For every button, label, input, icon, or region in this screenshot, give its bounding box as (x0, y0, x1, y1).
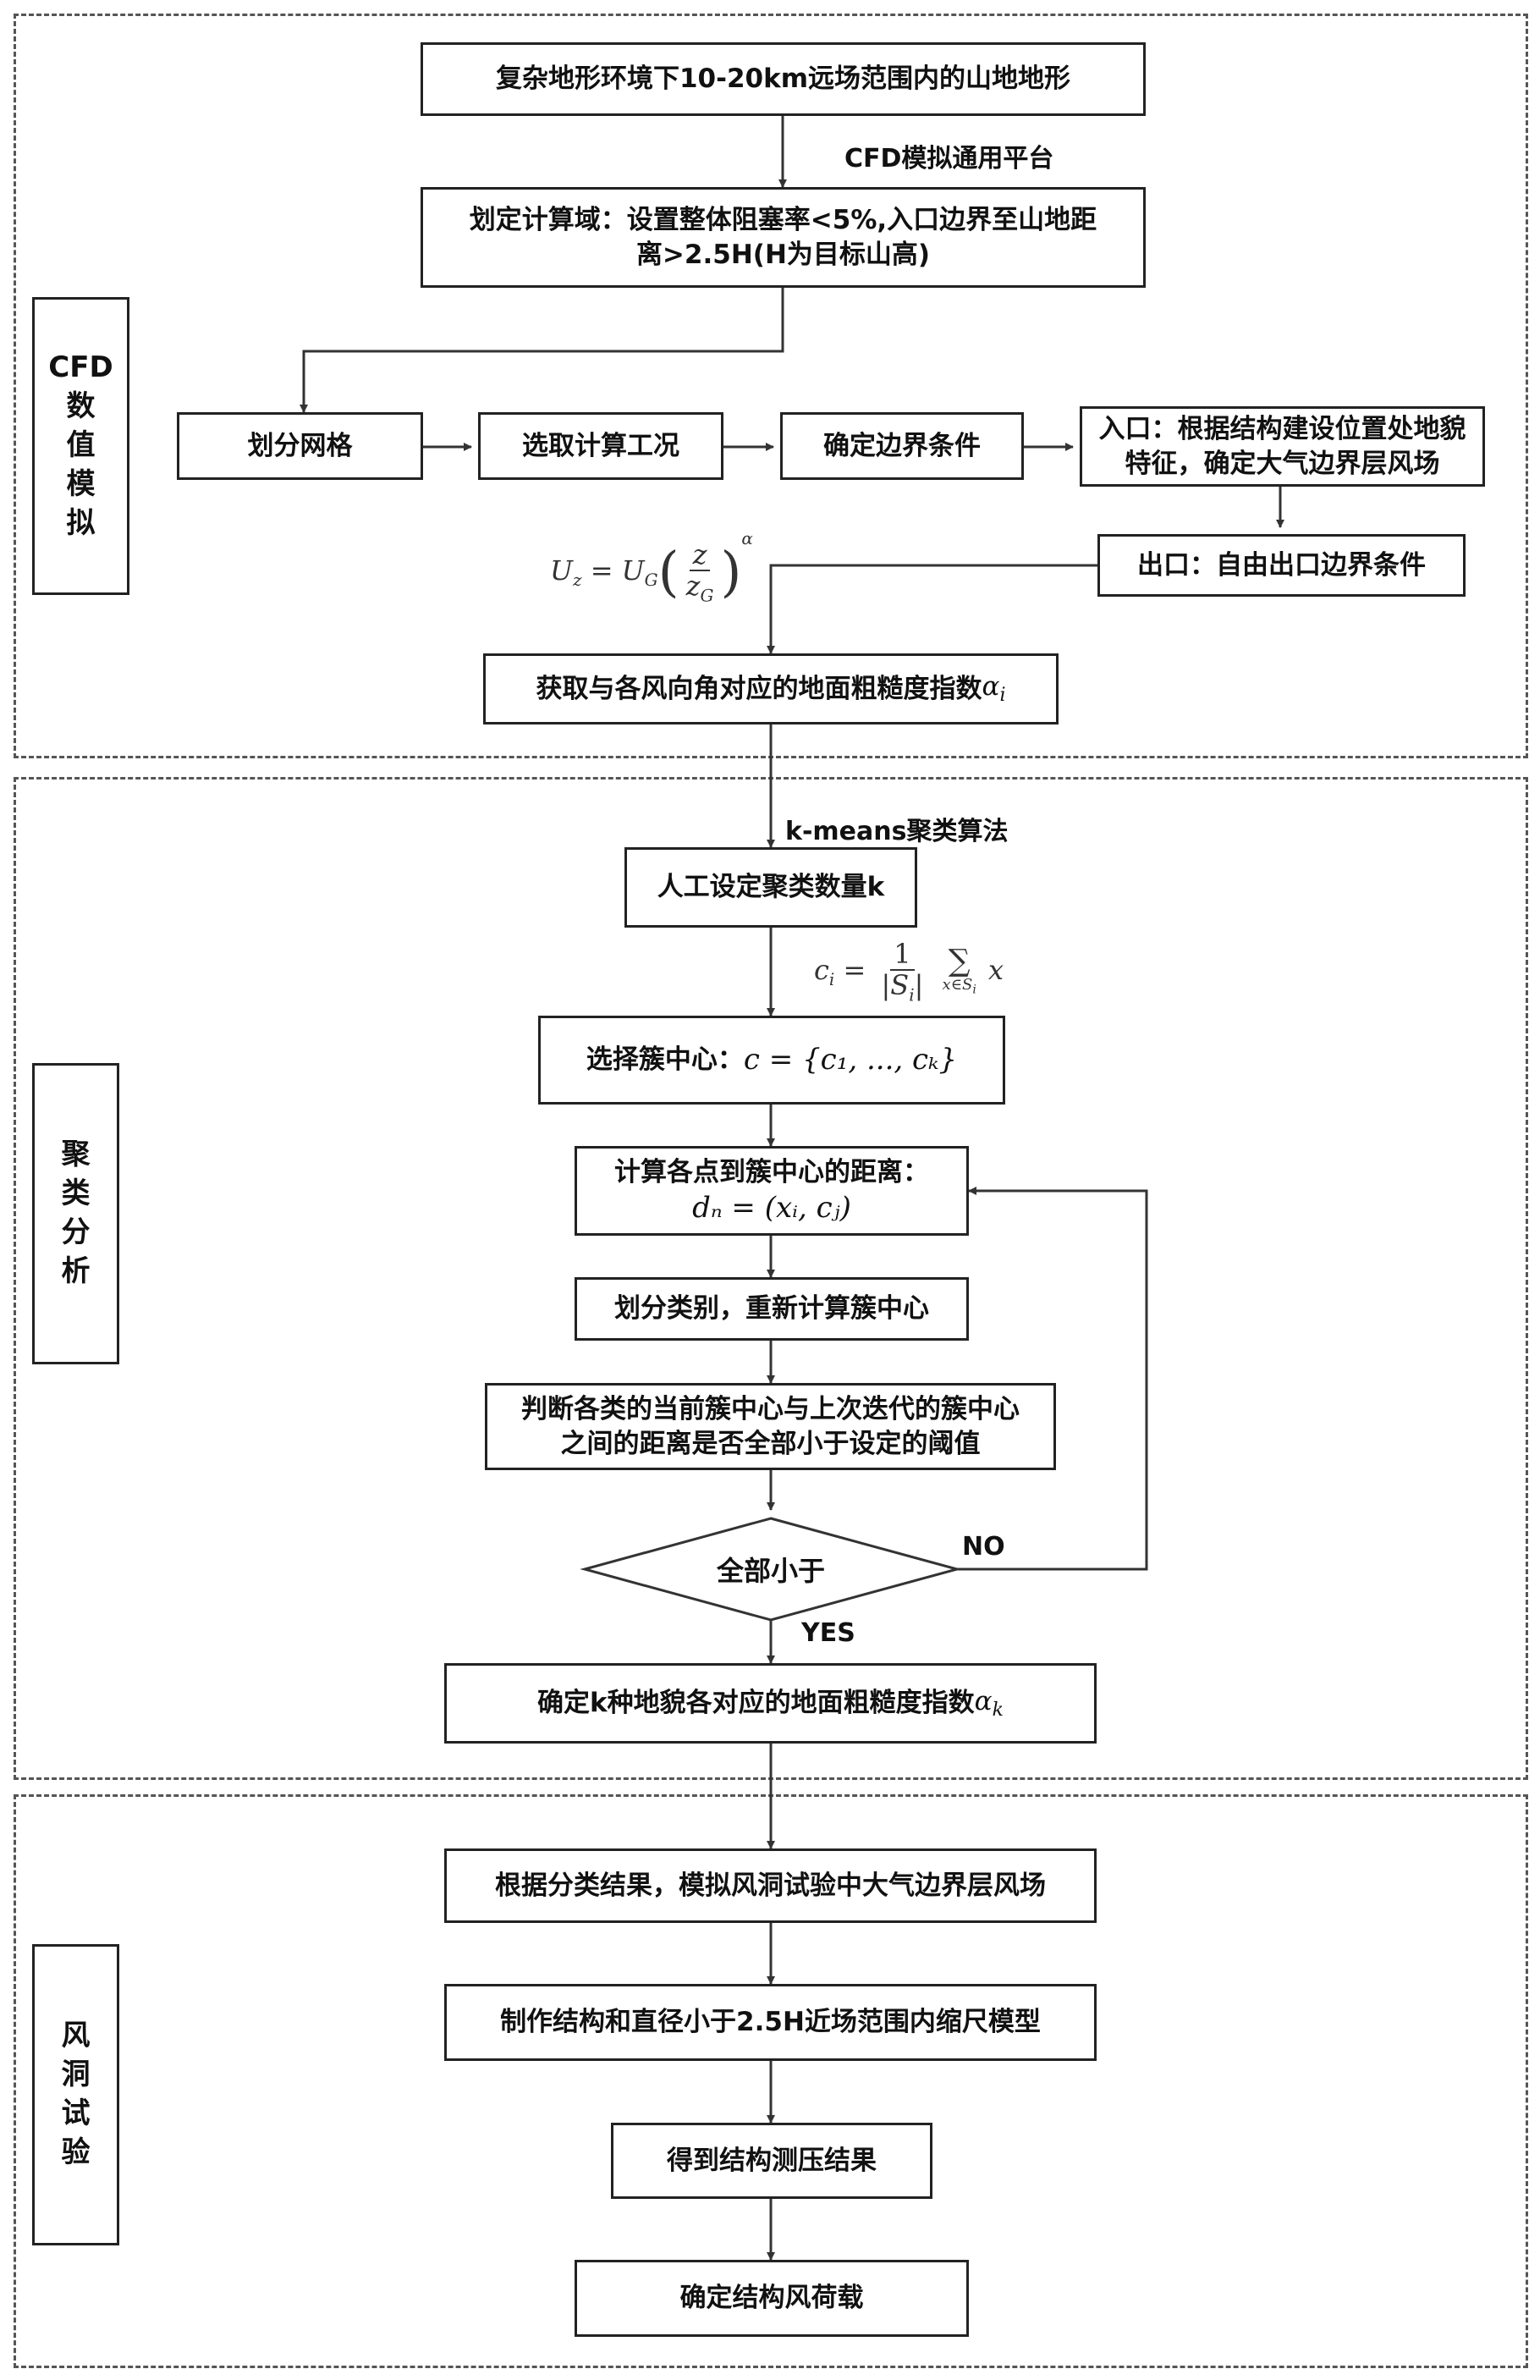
set-k-node: 人工设定聚类数量k (624, 847, 917, 928)
condition-node: 选取计算工况 (478, 412, 723, 480)
cfd-section-label: CFD 数 值 模 拟 (32, 297, 129, 595)
select-center-text: 选择簇中心： (586, 1044, 744, 1076)
center-set-math: c = {c₁, ..., cₖ} (743, 1043, 958, 1077)
power-law-den-sub: G (700, 585, 714, 606)
wind-load-node: 确定结构风荷载 (575, 2260, 969, 2337)
result-k-alpha: αk (974, 1685, 1004, 1721)
power-law-den: z (685, 570, 701, 603)
model-node: 制作结构和直径小于2.5H近场范围内缩尺模型 (444, 1984, 1097, 2061)
result-k-text: 确定k种地貌各对应的地面粗糙度指数 (537, 1688, 975, 1719)
centroid-lhs-sub: i (828, 969, 835, 990)
domain-node: 划定计算域：设置整体阻塞率<5%,入口边界至山地距离>2.5H(H为目标山高) (421, 187, 1146, 288)
roughness-text: 获取与各风向角对应的地面粗糙度指数 (536, 673, 982, 704)
outlet-node: 出口：自由出口边界条件 (1097, 534, 1466, 597)
centroid-sum: ∑ (948, 944, 971, 979)
distance-math: dₙ = (xᵢ, cⱼ) (692, 1191, 851, 1226)
centroid-sum-sub: x∈S (942, 976, 973, 994)
wind-tunnel-section-label: 风 洞 试 验 (32, 1944, 119, 2245)
decision-diamond (580, 1517, 962, 1622)
power-law-exp: α (741, 528, 753, 549)
power-law-eq: = U (590, 554, 645, 587)
yes-label: YES (801, 1618, 855, 1648)
calc-distance-text: 计算各点到簇中心的距离： (614, 1156, 929, 1187)
power-law-lhs: U (550, 554, 573, 587)
simulate-node: 根据分类结果，模拟风洞试验中大气边界层风场 (444, 1848, 1097, 1923)
cfd-platform-label: CFD模拟通用平台 (844, 144, 1054, 174)
inlet-node: 入口：根据结构建设位置处地貌特征，确定大气边界层风场 (1080, 406, 1485, 487)
calc-distance-node: 计算各点到簇中心的距离： dₙ = (xᵢ, cⱼ) (575, 1146, 969, 1236)
mesh-node: 划分网格 (177, 412, 423, 480)
power-law-num: z (689, 539, 711, 572)
no-label: NO (962, 1532, 1005, 1562)
centroid-den-sub: i (909, 984, 915, 1005)
power-law-lhs-sub: z (572, 570, 582, 591)
select-center-node: 选择簇中心：c = {c₁, ..., cₖ} (538, 1016, 1005, 1105)
decision-label: 全部小于 (716, 1555, 825, 1587)
centroid-sum-sub2: i (972, 983, 976, 997)
terrain-node: 复杂地形环境下10-20km远场范围内的山地地形 (421, 42, 1146, 116)
arrow-outlet-roughness (767, 564, 1097, 654)
arrow-domain-mesh (300, 288, 784, 413)
centroid-num: 1 (890, 939, 915, 972)
centroid-den-close: | (914, 969, 924, 1002)
centroid-eq: = (843, 953, 866, 986)
centroid-den: |S (881, 969, 910, 1002)
power-law-g-sub: G (644, 570, 658, 591)
arrow-decision-no-loop (957, 1187, 1148, 1571)
judge-node: 判断各类的当前簇中心与上次迭代的簇中心之间的距离是否全部小于设定的阈值 (485, 1383, 1056, 1470)
cluster-section-label: 聚 类 分 析 (32, 1063, 119, 1364)
pressure-node: 得到结构测压结果 (611, 2123, 932, 2199)
centroid-var: x (988, 953, 1004, 986)
boundary-node: 确定边界条件 (780, 412, 1024, 480)
centroid-lhs: c (814, 953, 829, 986)
centroid-formula: ci = 1|Si| ∑x∈Si x (814, 939, 1004, 1005)
roughness-alpha: αi (982, 671, 1006, 707)
reclassify-node: 划分类别，重新计算簇中心 (575, 1277, 969, 1341)
kmeans-label: k-means聚类算法 (785, 817, 1009, 846)
